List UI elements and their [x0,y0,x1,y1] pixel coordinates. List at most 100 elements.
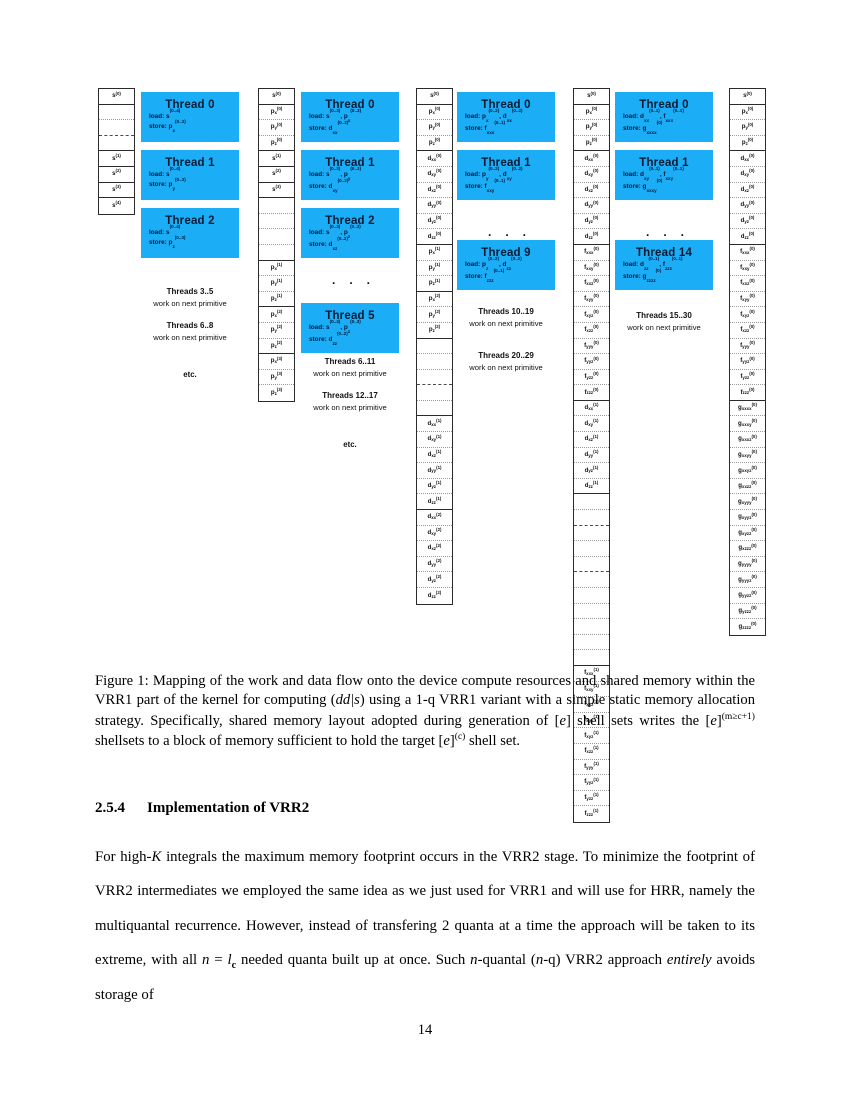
thread-store-line: store: gzzzz(0) [623,268,662,283]
caption-math-2: e [559,712,566,729]
thread-etc-label: etc. [183,370,197,379]
memory-cell: s(3) [99,183,134,199]
caption-math-4: e [443,732,450,749]
body-text-e: -q) VRR2 approach [543,952,667,969]
memory-cell [417,401,452,417]
memory-cell [99,105,134,121]
memory-cell: s(1) [99,151,134,167]
memory-cell [99,120,134,136]
caption-text-3: ] shell sets writes the [ [565,712,711,729]
caption-label: Figure 1: [95,673,149,689]
thread-store-line: store: dxy(0..2) [309,178,349,193]
thread-load-line: load: s(0..3), px(0..3) [309,108,362,123]
memory-cell: s(3) [259,183,294,199]
caption-text-4: shellsets to a block of memory sufficien… [95,732,444,749]
figure-caption: Figure 1: Mapping of the work and data f… [95,673,755,749]
memory-cell [417,339,452,355]
body-text-a: For high- [95,849,152,865]
memory-cell [574,588,609,604]
thread-title: Thread 0 [165,99,215,111]
thread-load-line: load: dxx(0..1), fxxx(0..1) [623,108,684,123]
body-text-eq: = [209,952,228,969]
thread-load-line: load: pz(0..2), dzz(0..2) [465,256,522,271]
thread-title: Thread 0 [325,99,375,111]
body-text-f: avoids storage of [95,952,756,1003]
memory-cell: s(0) [574,89,609,105]
body-paragraph: For high-K integrals the maximum memory … [95,840,755,1012]
thread-title: Thread 1 [481,157,531,169]
thread-load-line: load: dxy(0..1), fxxy(0..1) [623,166,684,181]
memory-cell: s(1) [259,151,294,167]
thread-load-line: load: py(0..2), dxy(0..2) [465,166,523,181]
thread-title: Thread 9 [481,247,531,259]
thread-load-line: load: s(0..3), py(0..3) [309,166,362,181]
memory-cell [574,526,609,542]
thread-store-line: store: pz(0..3) [149,234,186,249]
thread-load-line: load: dzz(0..1), fzzz(0..1) [623,256,683,271]
memory-cell [574,572,609,588]
memory-cell: s(0) [417,89,452,105]
thread-title: Thread 0 [639,99,689,111]
memory-cell [574,557,609,573]
